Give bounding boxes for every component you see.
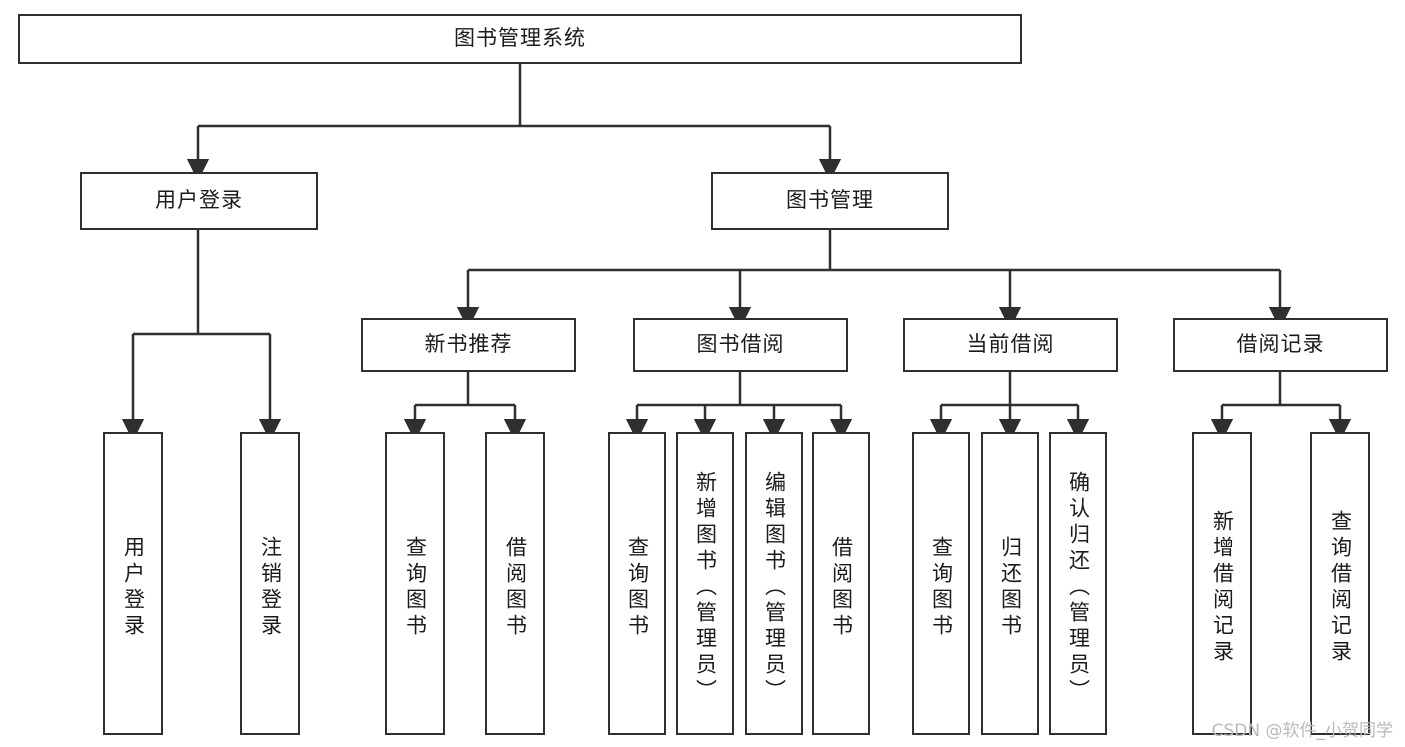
node-leaf-add-book-admin[interactable]: 新增图书（管理员） xyxy=(676,432,734,735)
node-new-book-recommend[interactable]: 新书推荐 xyxy=(361,318,576,372)
node-leaf-add-record-label: 新增借阅记录 xyxy=(1210,509,1235,666)
node-leaf-borrow-book-2-label: 借阅图书 xyxy=(829,535,854,640)
node-leaf-query-record-label: 查询借阅记录 xyxy=(1328,509,1353,666)
node-leaf-query-book-1[interactable]: 查询图书 xyxy=(385,432,445,735)
node-book-manage-label: 图书管理 xyxy=(786,188,874,213)
csdn-watermark: CSDN @软件_小贺同学 xyxy=(1211,721,1393,741)
node-user-login[interactable]: 用户登录 xyxy=(80,172,318,230)
node-leaf-query-book-3-label: 查询图书 xyxy=(929,535,954,640)
node-leaf-borrow-book-2[interactable]: 借阅图书 xyxy=(812,432,870,735)
node-leaf-query-record[interactable]: 查询借阅记录 xyxy=(1310,432,1370,735)
node-leaf-edit-book-admin[interactable]: 编辑图书（管理员） xyxy=(745,432,803,735)
node-book-borrow[interactable]: 图书借阅 xyxy=(633,318,848,372)
node-leaf-query-book-2-label: 查询图书 xyxy=(625,535,650,640)
node-leaf-edit-book-admin-label: 编辑图书（管理员） xyxy=(762,470,787,705)
node-leaf-user-login-label: 用户登录 xyxy=(121,535,146,640)
node-book-manage[interactable]: 图书管理 xyxy=(711,172,949,230)
node-leaf-logout-label: 注销登录 xyxy=(258,535,283,640)
node-book-borrow-label: 图书借阅 xyxy=(696,332,785,357)
node-leaf-return-book[interactable]: 归还图书 xyxy=(981,432,1039,735)
node-leaf-borrow-book-1[interactable]: 借阅图书 xyxy=(485,432,545,735)
node-leaf-add-record[interactable]: 新增借阅记录 xyxy=(1192,432,1252,735)
node-leaf-add-book-admin-label: 新增图书（管理员） xyxy=(693,470,718,705)
node-leaf-borrow-book-1-label: 借阅图书 xyxy=(503,535,528,640)
node-current-borrow[interactable]: 当前借阅 xyxy=(903,318,1118,372)
node-leaf-user-login[interactable]: 用户登录 xyxy=(103,432,163,735)
node-leaf-confirm-return-admin[interactable]: 确认归还（管理员） xyxy=(1049,432,1107,735)
node-leaf-query-book-1-label: 查询图书 xyxy=(403,535,428,640)
node-leaf-logout[interactable]: 注销登录 xyxy=(240,432,300,735)
node-new-book-recommend-label: 新书推荐 xyxy=(424,332,513,357)
node-current-borrow-label: 当前借阅 xyxy=(966,332,1055,357)
node-root-label: 图书管理系统 xyxy=(454,26,586,51)
node-root[interactable]: 图书管理系统 xyxy=(18,14,1022,64)
node-leaf-query-book-3[interactable]: 查询图书 xyxy=(912,432,970,735)
node-borrow-record[interactable]: 借阅记录 xyxy=(1173,318,1388,372)
node-leaf-confirm-return-admin-label: 确认归还（管理员） xyxy=(1066,470,1091,705)
node-leaf-return-book-label: 归还图书 xyxy=(998,535,1023,640)
node-borrow-record-label: 借阅记录 xyxy=(1236,332,1325,357)
node-user-login-label: 用户登录 xyxy=(155,188,243,213)
node-leaf-query-book-2[interactable]: 查询图书 xyxy=(608,432,666,735)
